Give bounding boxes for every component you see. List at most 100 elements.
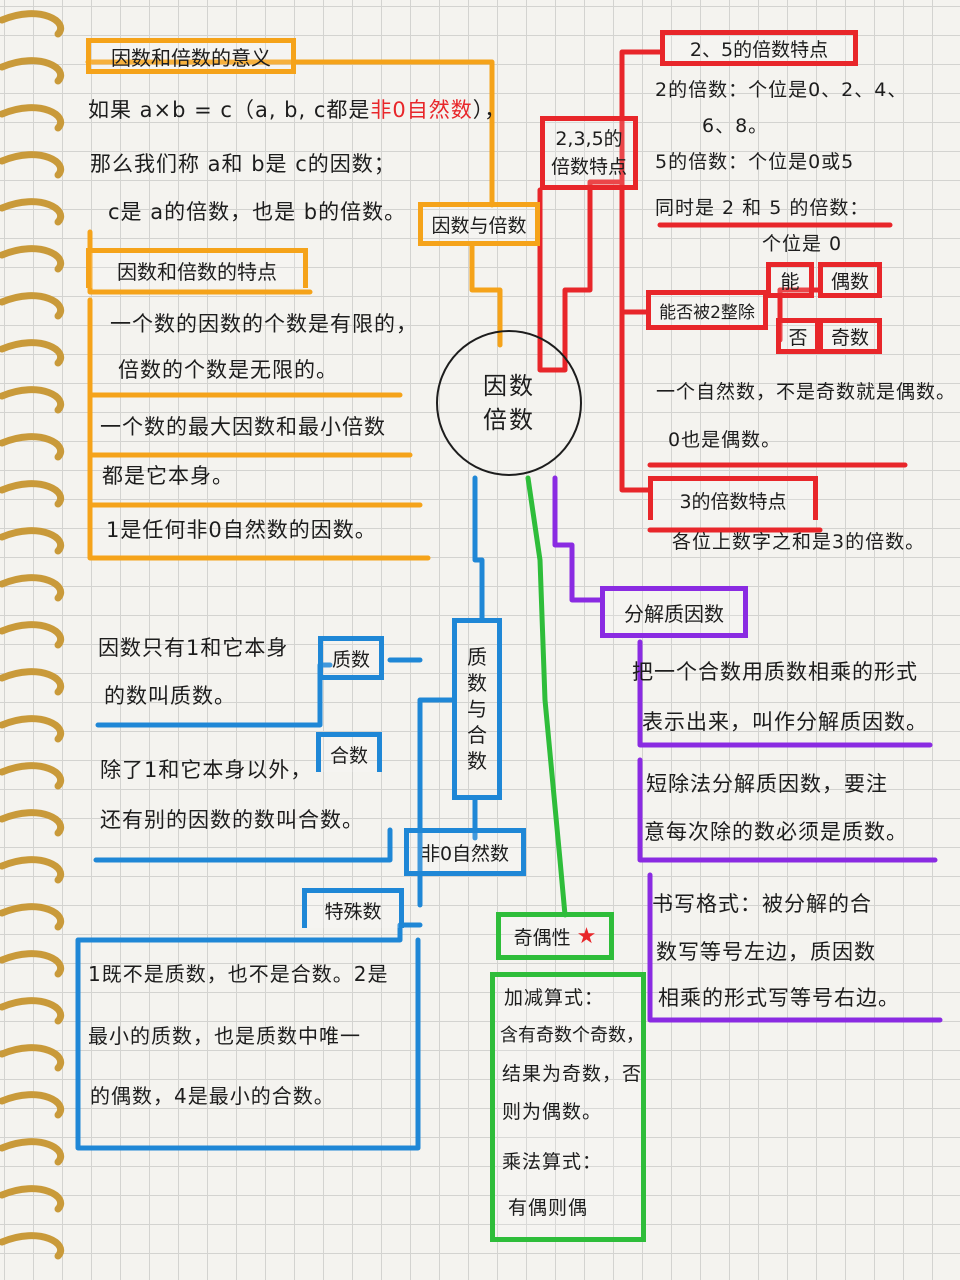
parity-line-2: 含有奇数个奇数，	[500, 1025, 644, 1046]
factorize-title-text: 分解质因数	[624, 601, 724, 626]
even-label-text: 偶数	[830, 270, 869, 293]
composite-line-2: 还有别的因数的数叫合数。	[100, 808, 364, 832]
cannot-label-text: 否	[788, 326, 808, 349]
special-label-text: 特殊数	[324, 901, 382, 923]
branch-label-235: 2,3,5的 倍数特点	[540, 116, 638, 190]
composite-label: 合数	[316, 732, 382, 772]
meaning-line-2: 那么我们称 a和 b是 c的因数；	[90, 152, 396, 176]
spiral-ring	[0, 198, 64, 226]
spiral-ring	[0, 57, 64, 85]
div2-label-text: 能否被2整除	[659, 302, 755, 323]
prime-composite-char-4: 合	[467, 723, 487, 747]
center-topic: 因数 倍数	[436, 330, 582, 476]
branch-label-factors-multiples: 因数与倍数	[418, 202, 540, 246]
prime-line-1: 因数只有1和它本身	[98, 636, 289, 660]
prime-label-text: 质数	[331, 648, 370, 671]
parity-line-6: 有偶则偶	[508, 1197, 589, 1219]
parity-line-4: 则为偶数。	[502, 1101, 603, 1123]
prime-composite-char-1: 质	[467, 645, 487, 669]
parity-box	[490, 972, 646, 1242]
can-label-text: 能	[780, 270, 800, 293]
spiral-ring	[0, 574, 64, 602]
spiral-ring	[0, 433, 64, 461]
factorize-p2-line-2: 意每次除的数必须是质数。	[644, 820, 908, 844]
note-line-1: 一个自然数，不是奇数就是偶数。	[656, 381, 957, 403]
factorize-title: 分解质因数	[600, 586, 748, 638]
prime-label: 质数	[318, 636, 384, 680]
special-line-2: 最小的质数，也是质数中唯一	[88, 1024, 361, 1048]
even-label: 偶数	[818, 262, 882, 298]
spiral-ring	[0, 997, 64, 1025]
t3-title: 3的倍数特点	[648, 476, 818, 520]
spiral-ring	[0, 151, 64, 179]
center-topic-line2: 倍数	[483, 406, 535, 434]
spiral-ring	[0, 668, 64, 696]
parity-title: 奇偶性 ★	[496, 912, 614, 960]
cannot-label: 否	[776, 318, 820, 354]
composite-label-text: 合数	[329, 745, 368, 767]
prime-line-2: 的数叫质数。	[104, 684, 236, 708]
odd-label: 奇数	[818, 318, 882, 354]
spiral-ring	[0, 292, 64, 320]
factorize-p1-line-2: 表示出来，叫作分解质因数。	[642, 710, 928, 734]
spiral-ring	[0, 715, 64, 743]
t2-line-2: 6、8。	[702, 115, 769, 137]
nonzero-natural-label: 非0自然数	[404, 828, 526, 876]
prime-composite-label: 质 数 与 合 数	[452, 618, 502, 800]
prime-composite-char-3: 与	[467, 697, 487, 721]
parity-title-text: 奇偶性	[513, 926, 571, 949]
center-topic-line1: 因数	[483, 372, 535, 400]
special-line-1: 1既不是质数，也不是合数。2是	[88, 962, 389, 986]
spiral-ring	[0, 1044, 64, 1072]
both-line-2: 个位是 0	[762, 233, 843, 255]
composite-line-1: 除了1和它本身以外，	[100, 758, 313, 782]
spiral-ring	[0, 1138, 64, 1166]
spiral-ring	[0, 104, 64, 132]
meaning-title: 因数和倍数的意义	[86, 38, 296, 74]
spiral-ring	[0, 10, 64, 38]
note-line-2: 0也是偶数。	[668, 429, 782, 451]
spiral-ring	[0, 621, 64, 649]
spiral-ring	[0, 762, 64, 790]
parity-line-5: 乘法算式：	[502, 1151, 603, 1173]
both-line-1: 同时是 2 和 5 的倍数：	[655, 197, 870, 219]
spiral-ring	[0, 245, 64, 273]
spiral-ring	[0, 903, 64, 931]
spiral-ring	[0, 950, 64, 978]
feature-title-text: 因数和倍数的特点	[117, 260, 277, 284]
special-label: 特殊数	[302, 888, 404, 928]
notebook-spiral-binding	[0, 10, 64, 1260]
t5-line-1: 5的倍数：个位是0或5	[655, 151, 855, 173]
spiral-ring	[0, 386, 64, 414]
spiral-ring	[0, 527, 64, 555]
t3-line-1: 各位上数字之和是3的倍数。	[672, 531, 926, 553]
branch-label-235-line2: 倍数特点	[550, 156, 627, 178]
meaning-line-1-highlight: 非0自然数	[370, 98, 473, 122]
spiral-ring	[0, 1091, 64, 1119]
branch-label-235-line1: 2,3,5的	[555, 128, 623, 150]
odd-label-text: 奇数	[830, 326, 869, 349]
feature-title: 因数和倍数的特点	[86, 248, 308, 288]
special-line-3: 的偶数，4是最小的合数。	[90, 1084, 335, 1108]
t25-title: 2、5的倍数特点	[660, 30, 858, 66]
prime-composite-char-5: 数	[467, 749, 487, 773]
meaning-line-1: 如果 a×b = c（a, b, c都是非0自然数），	[88, 98, 506, 122]
can-label: 能	[766, 262, 814, 298]
spiral-ring	[0, 339, 64, 367]
spiral-ring	[0, 1232, 64, 1260]
feature-line-1: 一个数的因数的个数是有限的，	[110, 312, 418, 336]
factorize-p1-line-1: 把一个合数用质数相乘的形式	[632, 660, 918, 684]
feature-line-3: 一个数的最大因数和最小倍数	[100, 415, 386, 439]
factorize-p2-line-1: 短除法分解质因数，要注	[646, 772, 888, 796]
parity-line-3: 结果为奇数，否	[502, 1063, 643, 1085]
spiral-ring	[0, 480, 64, 508]
spiral-ring	[0, 809, 64, 837]
meaning-title-text: 因数和倍数的意义	[111, 45, 271, 70]
parity-line-1: 加减算式：	[504, 987, 605, 1009]
nonzero-natural-label-text: 非0自然数	[420, 842, 510, 865]
feature-line-4: 都是它本身。	[102, 464, 234, 488]
factorize-p3-line-3: 相乘的形式写等号右边。	[658, 986, 900, 1010]
spiral-ring	[0, 856, 64, 884]
t3-title-text: 3的倍数特点	[679, 491, 787, 513]
factorize-p3-line-1: 书写格式：被分解的合	[652, 892, 872, 916]
